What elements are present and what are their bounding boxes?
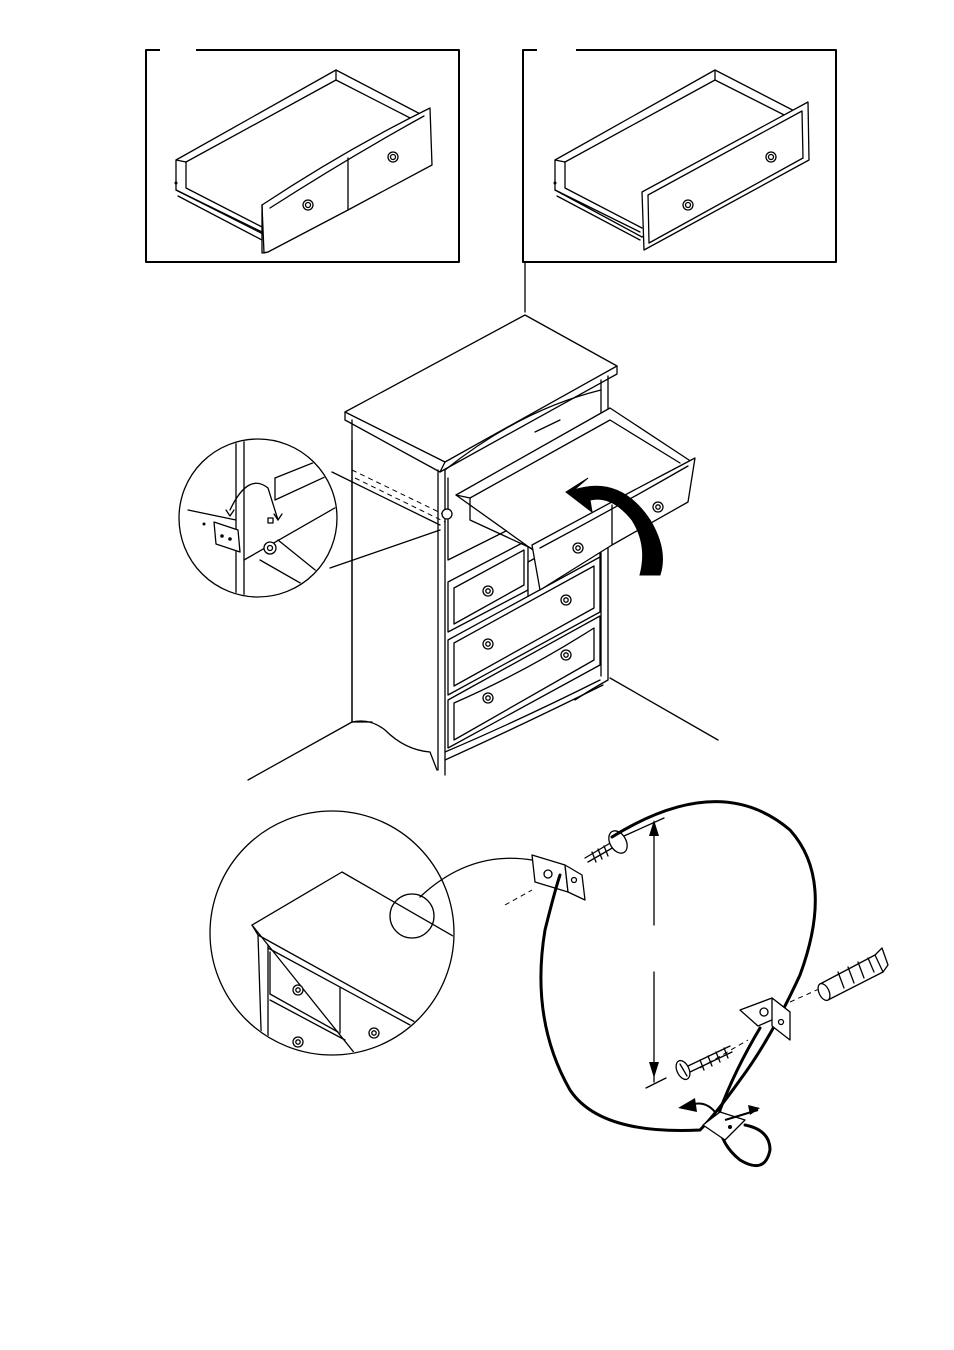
drawer-curved-front-icon (175, 70, 433, 253)
panel-anti-tip-strap (210, 802, 888, 1166)
strap-tie-icon (678, 1098, 760, 1140)
drawer-flat-front-icon (554, 70, 810, 250)
wall-plug-icon (816, 948, 888, 1002)
height-dimension-arrow (646, 820, 666, 1088)
panel-flat-drawer (523, 50, 836, 262)
top-dash-line (505, 890, 532, 905)
chest-top-zoom (210, 811, 532, 1060)
strap-loop (541, 802, 815, 1131)
panel-drawer-insertion (179, 315, 718, 780)
bottom-bracket-icon (740, 998, 790, 1040)
floor-line-left (248, 722, 352, 780)
rail-detail-zoom (179, 439, 440, 600)
floor-line-right (610, 678, 718, 740)
top-screw-icon (585, 818, 664, 862)
bottom-screw-icon (673, 1046, 732, 1082)
panel-curved-drawer (146, 50, 459, 262)
